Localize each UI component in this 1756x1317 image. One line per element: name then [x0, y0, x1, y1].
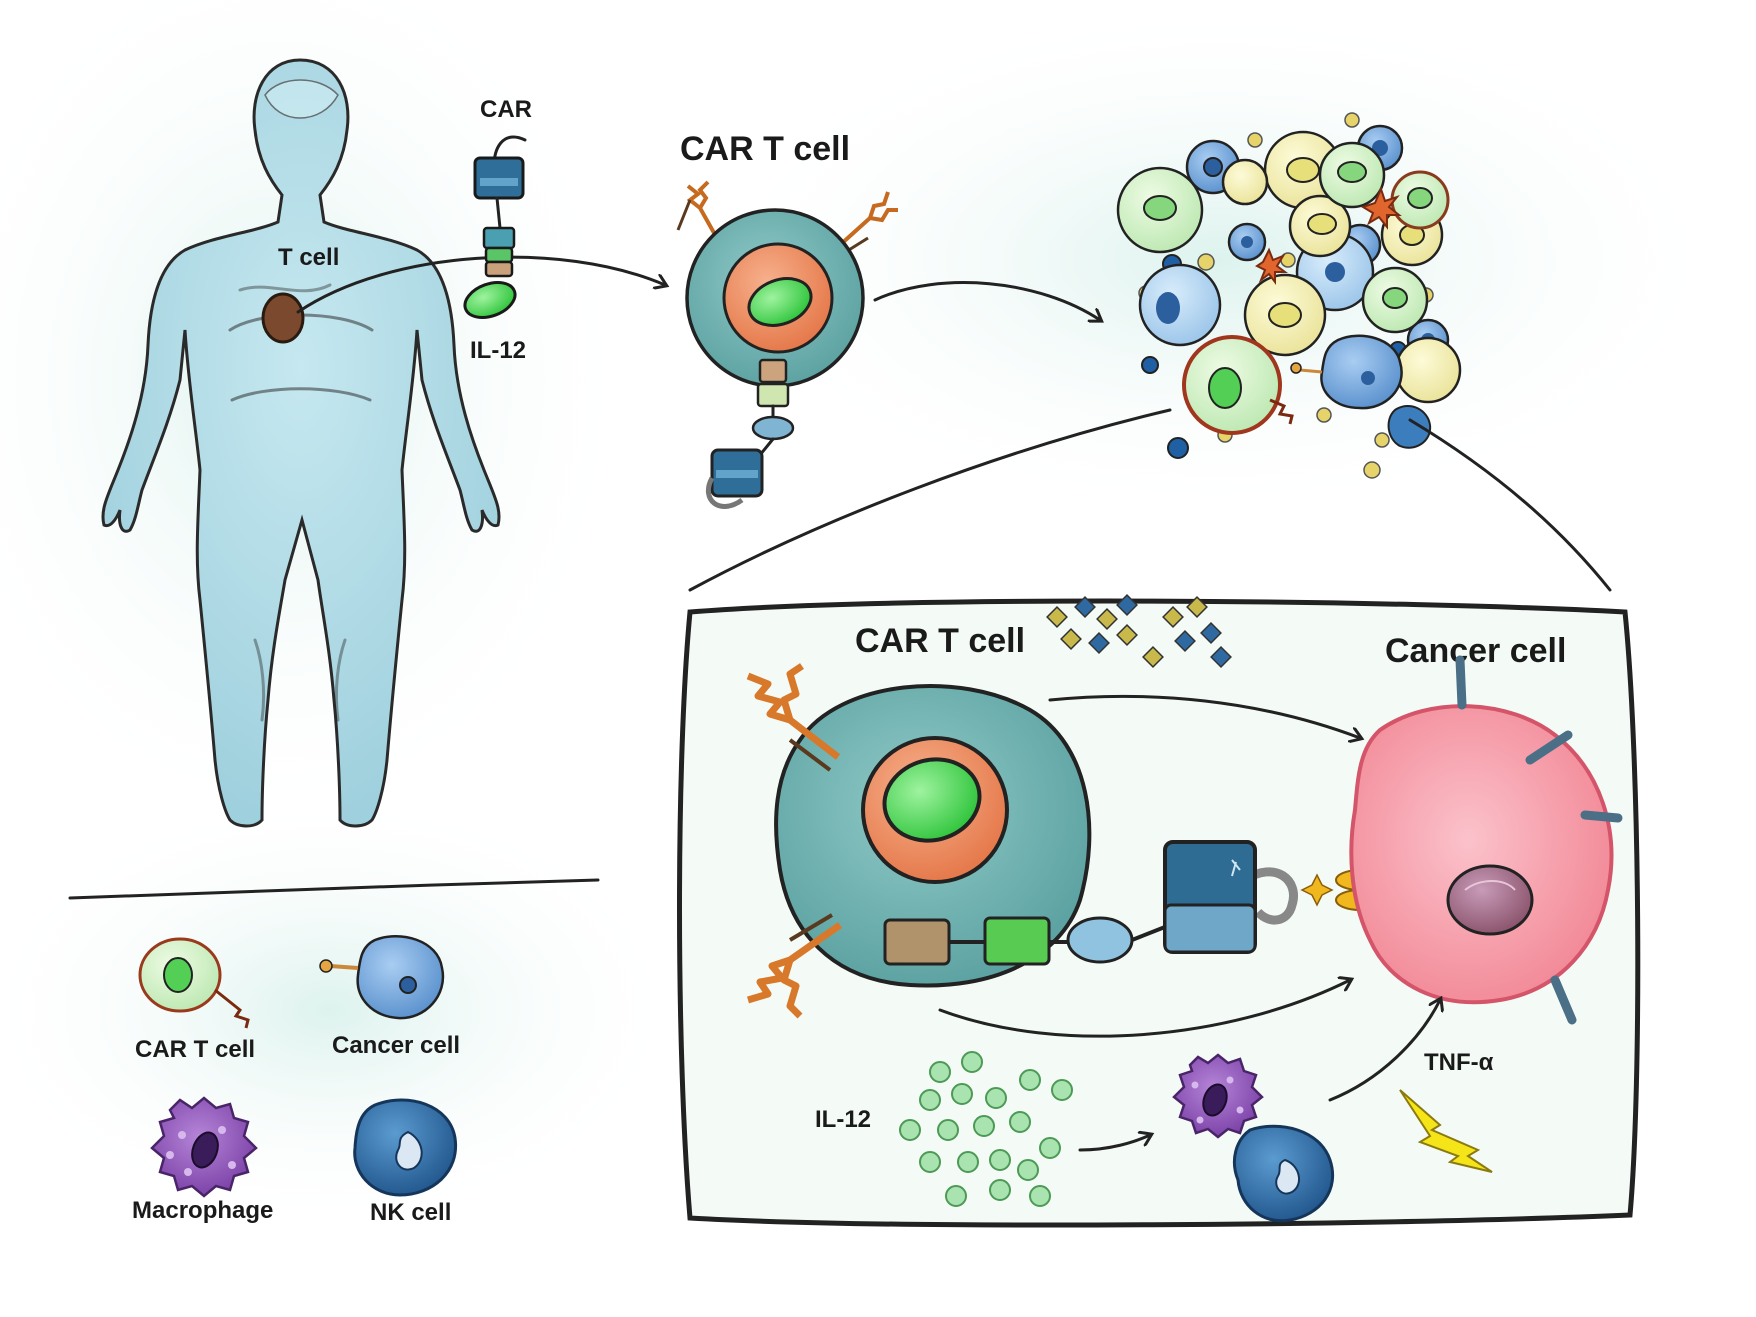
car-label: CAR [480, 96, 532, 123]
nk-cell-panel [1233, 1124, 1335, 1223]
legend-label-car-t-cell: CAR T cell [135, 1036, 255, 1063]
macrophage-panel [1172, 1053, 1264, 1139]
arrow-cart-to-tumor [873, 281, 1100, 320]
cancer-cell-panel [1349, 655, 1623, 1025]
background-glow-right [700, 0, 1740, 520]
arrow-tcell-to-cart [296, 255, 665, 314]
legend-label-nk-cell: NK cell [370, 1199, 451, 1226]
car-t-cell-top [676, 180, 898, 509]
car-t-cell-title-top: CAR T cell [680, 130, 850, 168]
il12-label-panel: IL-12 [815, 1106, 871, 1133]
legend-label-cancer-cell: Cancer cell [332, 1032, 460, 1059]
tnf-alpha-lightning-icon [1399, 1089, 1493, 1173]
arrow-cart-bottom-to-cancer [938, 980, 1350, 1038]
macrophage-icon [150, 1096, 258, 1198]
zoom-line-left [688, 408, 1172, 592]
legend-label-macrophage: Macrophage [132, 1197, 273, 1224]
car-t-cell-panel [746, 663, 1399, 1019]
legend-divider [68, 878, 600, 900]
il12-label-top: IL-12 [470, 337, 526, 364]
arrow-immune-to-cancer [1328, 1000, 1440, 1102]
cancer-cell-title-panel: Cancer cell [1385, 632, 1566, 670]
human-body-figure [101, 58, 501, 828]
arrow-il12-to-macrophage [1078, 1135, 1150, 1152]
t-cell-label: T cell [278, 244, 339, 271]
il12-molecule-top [463, 281, 517, 319]
tumor-cluster [1116, 112, 1462, 479]
cancer-cell-icon [319, 935, 445, 1020]
car-t-cell-title-panel: CAR T cell [855, 622, 1025, 660]
zoom-line-right [1408, 418, 1612, 592]
t-cell-in-body [261, 292, 305, 344]
legend: CAR T cell Cancer cell Macrophage NK cel… [132, 935, 460, 1226]
car-t-cell-icon [138, 937, 250, 1029]
il12-molecules-panel [899, 1051, 1073, 1207]
tnf-alpha-label: TNF-α [1424, 1049, 1494, 1076]
arrow-cytokines-to-cancer [1048, 694, 1360, 738]
background-glow-legend [0, 790, 690, 1230]
car-construct [473, 135, 527, 278]
nk-cell-icon [353, 1098, 458, 1197]
cytokine-cluster [1046, 594, 1232, 668]
